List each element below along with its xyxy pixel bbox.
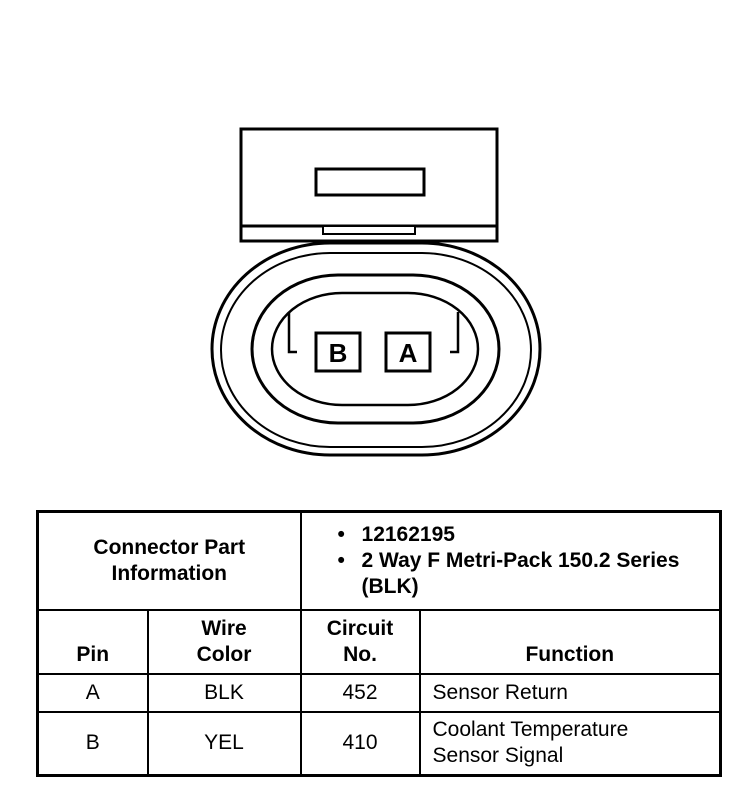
- pin-cavity-b: B: [314, 331, 362, 373]
- connector-lock-slot: [314, 167, 426, 197]
- connector-info-table: Connector Part Information 12162195 2 Wa…: [36, 510, 723, 777]
- part-info-label-text: Connector Part Information: [93, 535, 246, 585]
- cell-wire-color: YEL: [146, 710, 302, 777]
- connector-lock-ramp: [322, 225, 416, 235]
- header-wire-color: Wire Color: [146, 608, 302, 675]
- cell-function: Coolant Temperature Sensor Signal: [418, 710, 722, 777]
- cell-wire-color: BLK: [146, 672, 302, 713]
- pin-cavity-a-label: A: [399, 338, 418, 368]
- cell-function-text: Coolant Temperature Sensor Signal: [432, 718, 629, 768]
- connector-cavity: [270, 291, 480, 407]
- connector-diagram: B A: [210, 127, 542, 457]
- header-pin: Pin: [36, 608, 149, 675]
- connector-body-rim: [220, 252, 532, 448]
- pin-cavity-b-label: B: [329, 338, 348, 368]
- table-row: A BLK 452 Sensor Return: [36, 672, 722, 713]
- table-row: B YEL 410 Coolant Temperature Sensor Sig…: [36, 710, 722, 777]
- cell-pin: B: [36, 710, 149, 777]
- header-circuit-no-text: Circuit No.: [326, 616, 394, 666]
- cell-function: Sensor Return: [418, 672, 722, 713]
- pin-cavity-a: A: [384, 331, 432, 373]
- part-info-details: 12162195 2 Way F Metri-Pack 150.2 Series…: [299, 510, 722, 611]
- cell-pin: A: [36, 672, 149, 713]
- header-circuit-no: Circuit No.: [299, 608, 421, 675]
- header-row: Pin Wire Color Circuit No. Function: [36, 608, 722, 675]
- cell-circuit: 410: [299, 710, 421, 777]
- connector-key-left: [287, 312, 297, 354]
- part-info-label: Connector Part Information: [36, 510, 302, 611]
- connector-key-right: [450, 312, 460, 354]
- part-info-item: 12162195: [338, 522, 714, 548]
- part-info-item: 2 Way F Metri-Pack 150.2 Series (BLK): [338, 548, 714, 600]
- header-wire-color-text: Wire Color: [196, 616, 252, 666]
- part-info-list: 12162195 2 Way F Metri-Pack 150.2 Series…: [308, 518, 714, 604]
- part-info-row: Connector Part Information 12162195 2 Wa…: [36, 510, 722, 611]
- header-function: Function: [418, 608, 722, 675]
- cell-circuit: 452: [299, 672, 421, 713]
